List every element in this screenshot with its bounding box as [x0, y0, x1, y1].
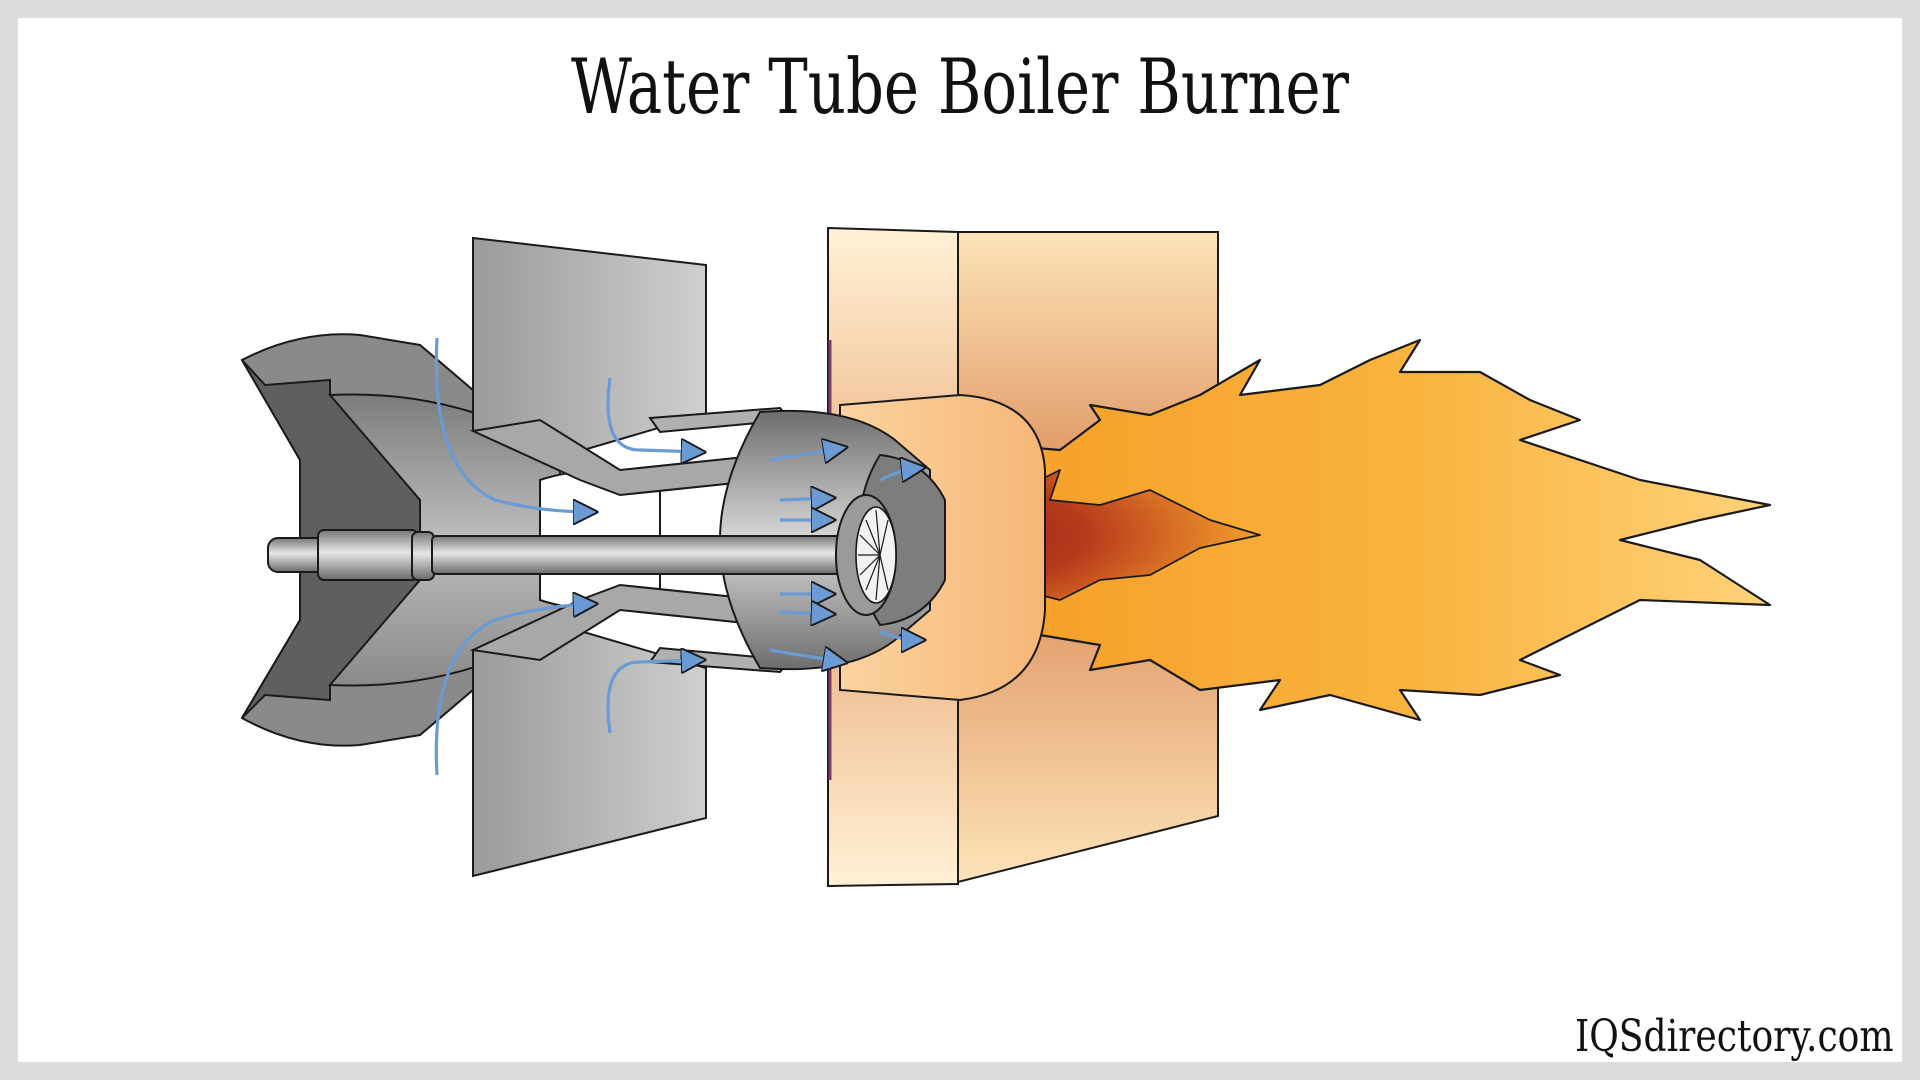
air-arrow [434, 604, 592, 776]
air-arrow [434, 337, 592, 512]
air-arrow [606, 377, 700, 452]
air-arrow [769, 448, 842, 460]
air-arrow [879, 632, 920, 640]
airflow-arrows [434, 337, 920, 776]
air-arrow [769, 650, 842, 662]
air-arrow [606, 660, 700, 734]
air-arrow [879, 468, 920, 480]
swirler [835, 494, 897, 616]
air-arrow [779, 498, 830, 500]
fuel-lance [267, 529, 869, 581]
diagram-title: Water Tube Boiler Burner [571, 42, 1349, 131]
front-plate [472, 236, 707, 878]
air-arrow [779, 612, 830, 614]
watermark: IQSdirectory.com [1575, 1011, 1894, 1062]
